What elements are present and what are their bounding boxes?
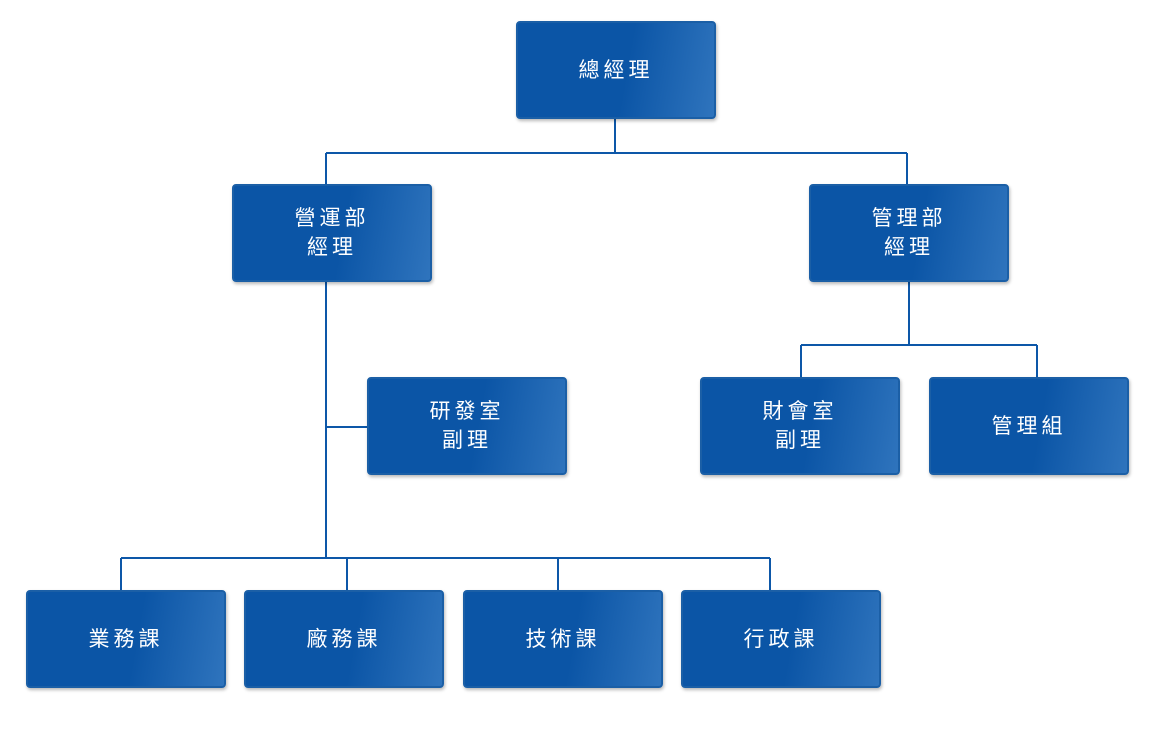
node-sublabel: 副理: [775, 428, 825, 452]
node-label: 研發室: [429, 399, 505, 423]
node-label: 管理組: [991, 413, 1067, 438]
node-general-manager[interactable]: 總經理: [516, 21, 716, 119]
node-label: 行政課: [743, 626, 819, 651]
node-label: 財會室: [762, 399, 838, 423]
node-label: 管理部: [871, 206, 947, 230]
node-sublabel: 副理: [442, 428, 492, 452]
node-tech-section[interactable]: 技術課: [463, 590, 663, 688]
node-factory-section[interactable]: 廠務課: [244, 590, 444, 688]
node-label: 總經理: [578, 57, 654, 82]
node-operations-manager[interactable]: 營運部 經理: [232, 184, 432, 282]
node-sales-section[interactable]: 業務課: [26, 590, 226, 688]
node-rd-deputy[interactable]: 研發室 副理: [367, 377, 567, 475]
node-admin-manager[interactable]: 管理部 經理: [809, 184, 1009, 282]
node-label: 業務課: [88, 626, 164, 651]
node-finance-deputy[interactable]: 財會室 副理: [700, 377, 900, 475]
node-label: 廠務課: [306, 626, 382, 651]
node-admin-section[interactable]: 行政課: [681, 590, 881, 688]
node-sublabel: 經理: [307, 235, 357, 259]
node-sublabel: 經理: [884, 235, 934, 259]
node-admin-group[interactable]: 管理組: [929, 377, 1129, 475]
node-label: 技術課: [525, 626, 601, 651]
node-label: 營運部: [294, 206, 370, 230]
